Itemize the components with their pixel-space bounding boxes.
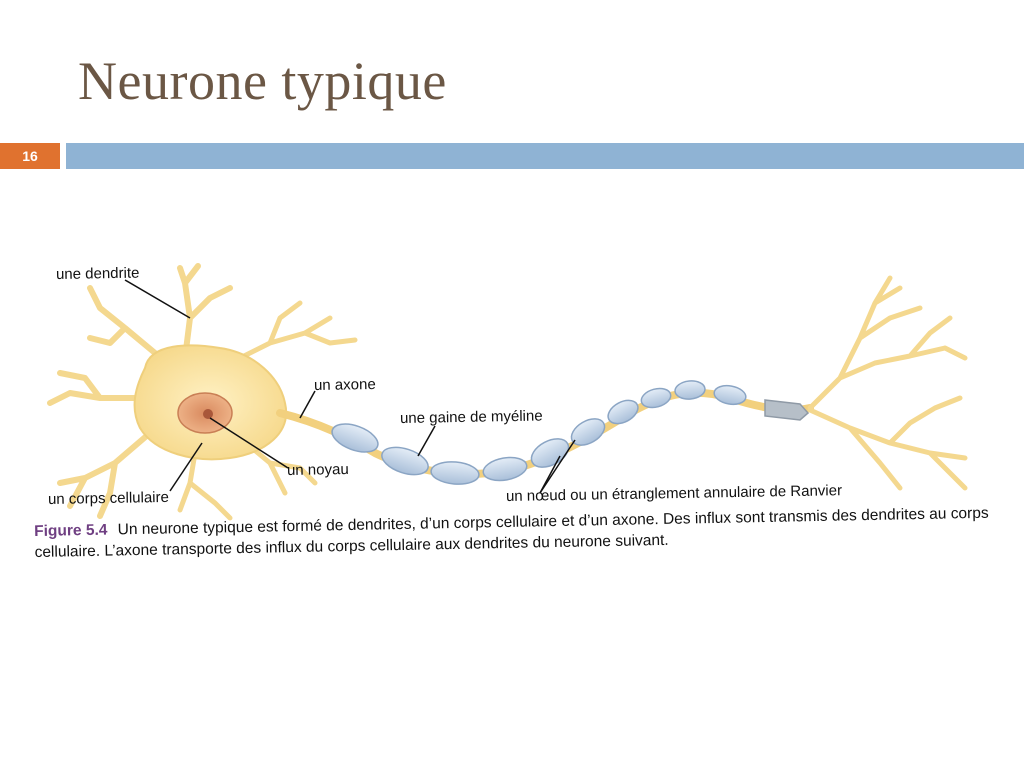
myelin-sheaths bbox=[331, 380, 810, 485]
title-bar bbox=[66, 143, 1024, 169]
soma-dendrites bbox=[47, 263, 358, 521]
axon-terminals bbox=[807, 275, 968, 491]
slide-title: Neurone typique bbox=[78, 51, 447, 111]
neuron-figure: une dendrite un axone une gaine de myéli… bbox=[30, 248, 1005, 618]
slide-number: 16 bbox=[0, 143, 60, 169]
figure-number: Figure 5.4 bbox=[34, 521, 108, 540]
label-axon: un axone bbox=[313, 375, 376, 394]
label-myelin: une gaine de myéline bbox=[399, 407, 543, 427]
label-dendrite: une dendrite bbox=[55, 264, 140, 283]
leader-lines bbox=[124, 279, 576, 494]
neuron-diagram bbox=[47, 263, 968, 521]
label-cell-body: un corps cellulaire bbox=[47, 488, 170, 508]
label-nucleus: un noyau bbox=[286, 460, 349, 479]
